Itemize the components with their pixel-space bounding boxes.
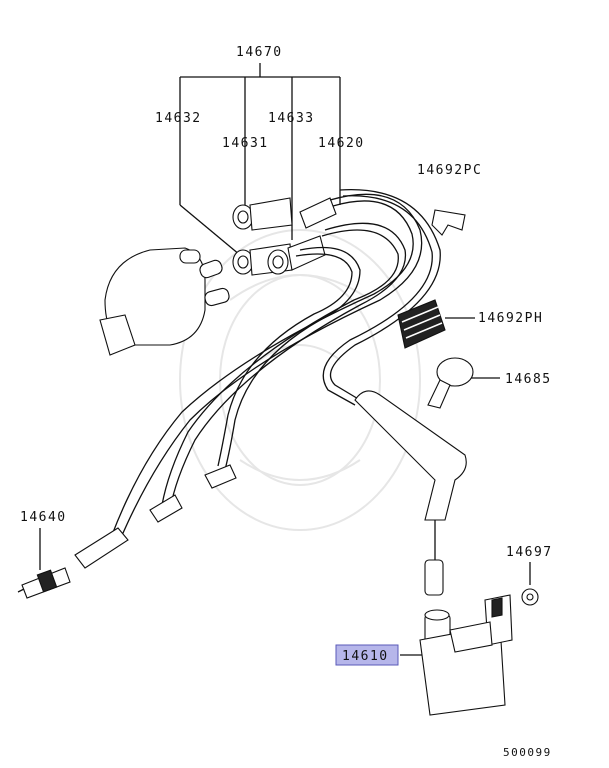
wire-clip-pc (431, 209, 466, 236)
spark-plug-wires (74, 189, 441, 569)
callout-14631[interactable]: 14631 (222, 136, 269, 151)
callout-14610[interactable]: 14610 (342, 649, 389, 664)
coil-wire-boot (354, 390, 467, 596)
callout-14670[interactable]: 14670 (236, 45, 283, 60)
spark-plug (17, 567, 71, 599)
callout-14697[interactable]: 14697 (506, 545, 553, 560)
nut (521, 588, 539, 606)
callout-14632[interactable]: 14632 (155, 111, 202, 126)
callout-highlight-14610 (335, 644, 399, 666)
callout-14685[interactable]: 14685 (505, 372, 552, 387)
wire-holder-ph (397, 299, 446, 349)
callout-14692PH[interactable]: 14692PH (478, 311, 543, 326)
plug-boots (232, 197, 337, 276)
diagram-code: 500099 (503, 746, 552, 759)
distributor-cap (99, 247, 230, 356)
ignition-coil (419, 594, 513, 716)
callout-14633[interactable]: 14633 (268, 111, 315, 126)
callout-14640[interactable]: 14640 (20, 510, 67, 525)
callout-14620[interactable]: 14620 (318, 136, 365, 151)
callout-14692PC[interactable]: 14692PC (417, 163, 482, 178)
cable-tie (427, 357, 474, 409)
